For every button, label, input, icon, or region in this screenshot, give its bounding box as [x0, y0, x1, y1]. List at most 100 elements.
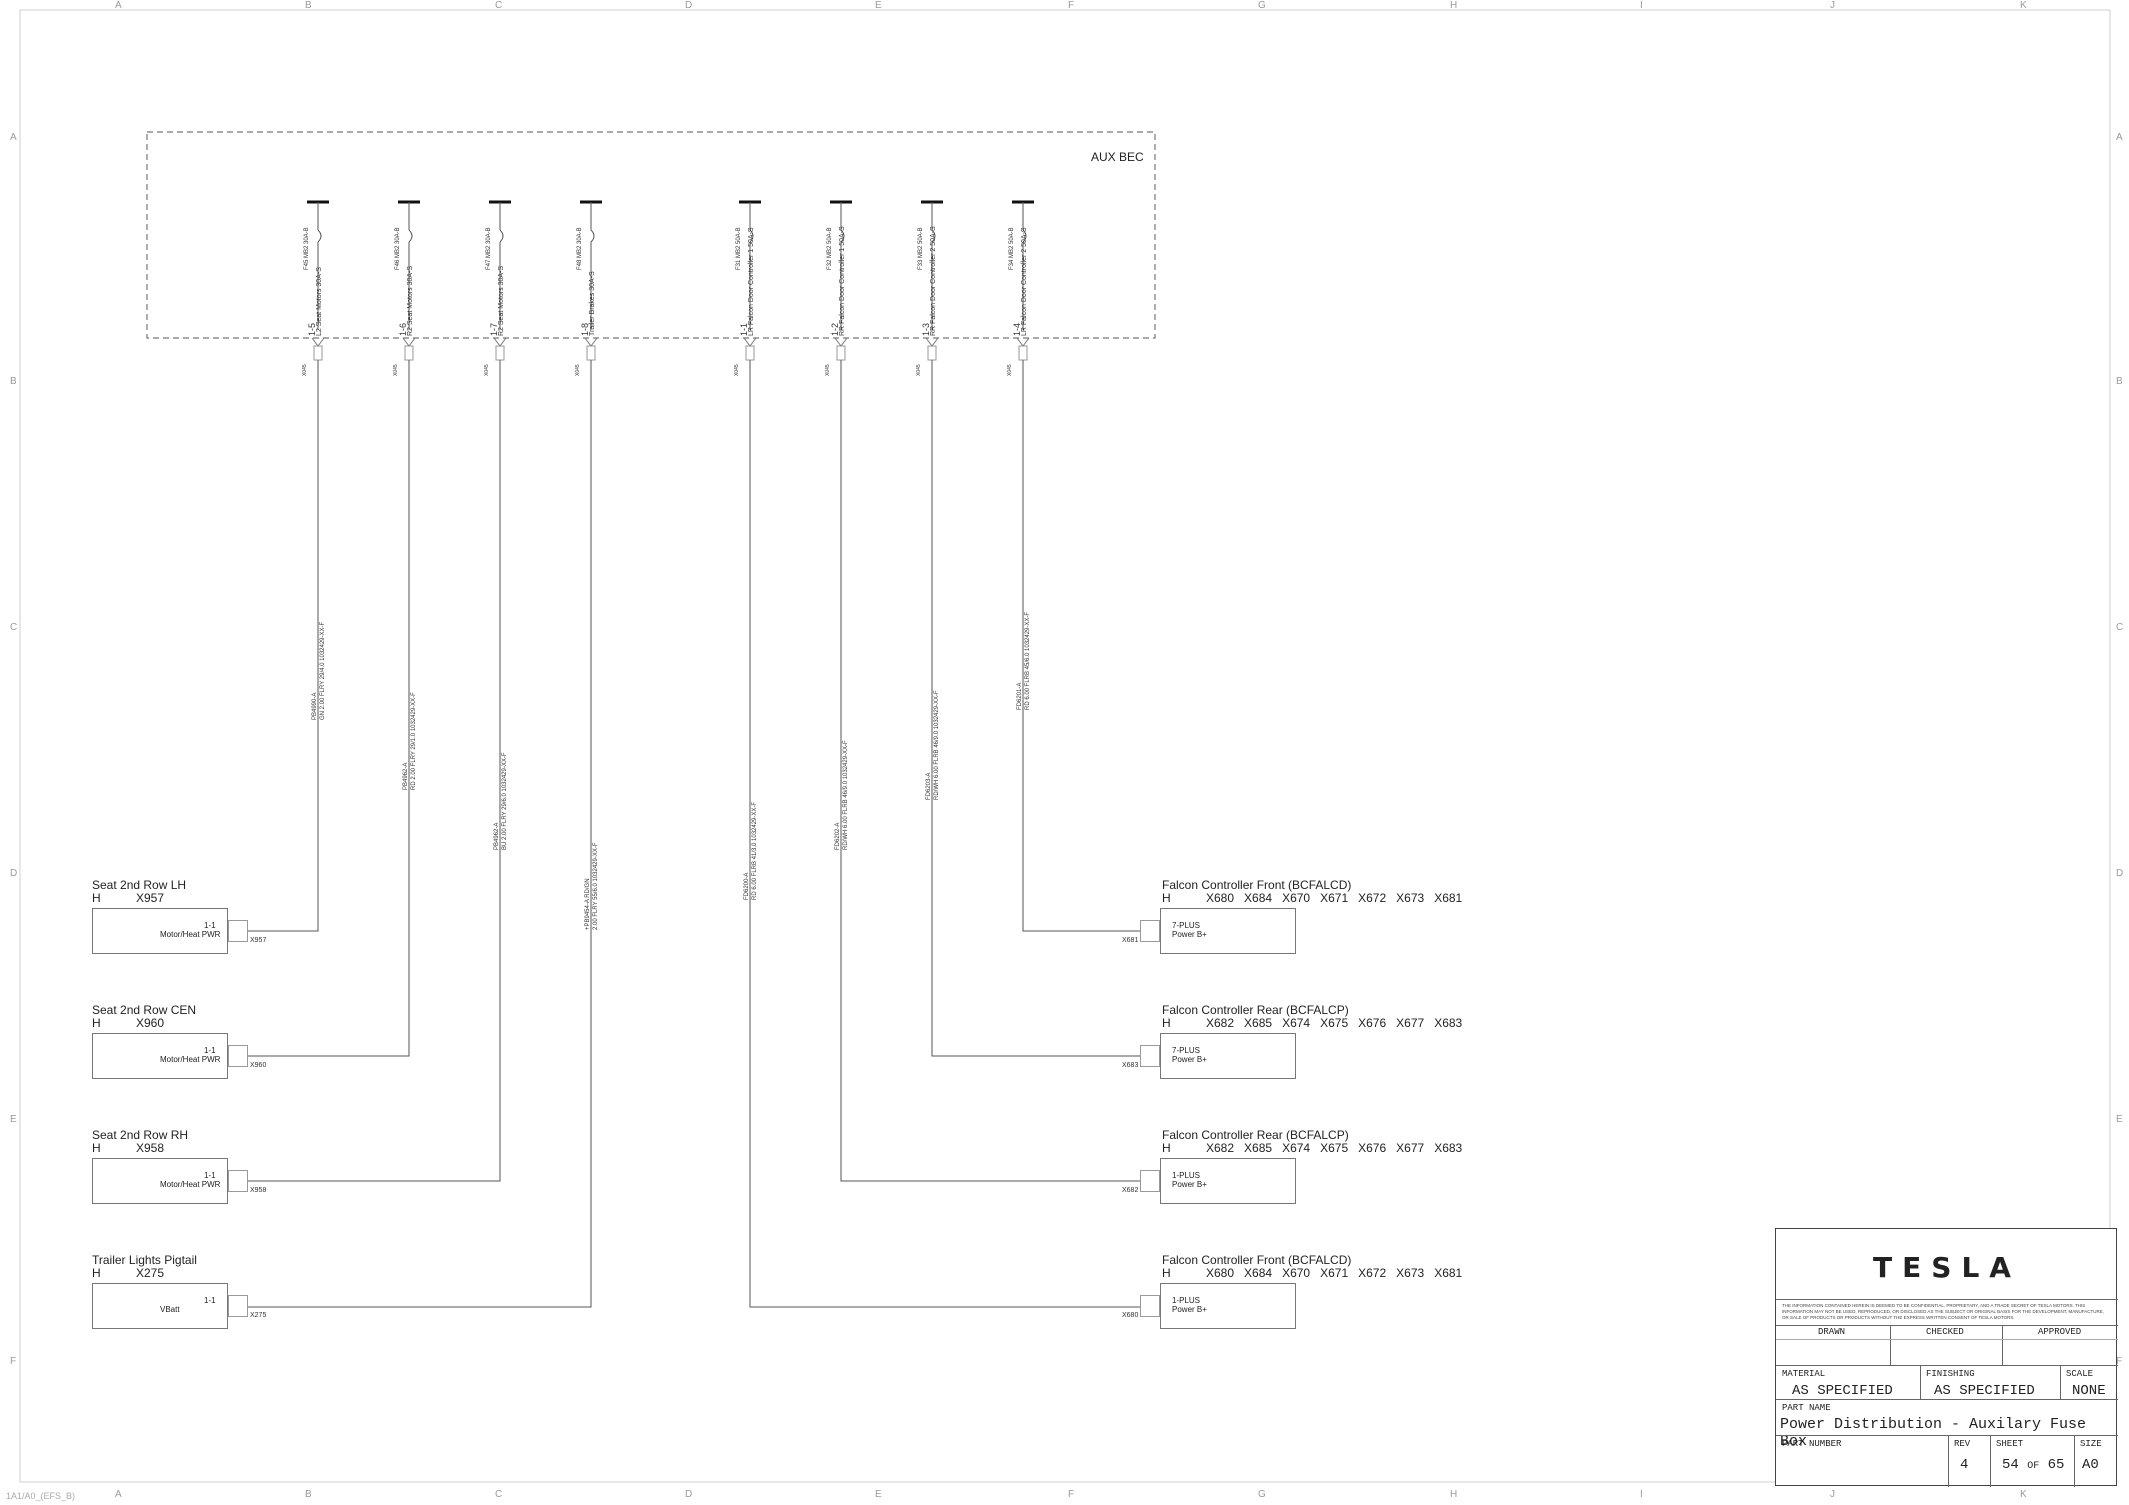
fuse-connector-tab [311, 337, 325, 347]
device-connector: X673 [1396, 891, 1425, 905]
device-connector-tag: X683 [1122, 1062, 1139, 1069]
device-connector-tag: X682 [1122, 1187, 1139, 1194]
signature-row-divider [1776, 1325, 2118, 1326]
device-harness-letter: H [92, 891, 101, 905]
title-block: TESLA THE INFORMATION CONTAINED HEREIN I… [1775, 1228, 2118, 1487]
part-name-value: Power Distribution - Auxilary Fuse Box [1780, 1416, 2087, 1450]
device-connector: X673 [1396, 1266, 1425, 1280]
device-connector: X677 [1396, 1141, 1425, 1155]
grid-column-label: D [685, 0, 693, 11]
device-connector: X676 [1358, 1141, 1387, 1155]
device-pin: 7-PLUS [1172, 921, 1201, 930]
grid-row-label: A [2116, 132, 2123, 143]
device-connector-tag: X681 [1122, 937, 1139, 944]
grid-column-label: K [2020, 1489, 2027, 1500]
device-connector-tab [1140, 920, 1160, 942]
aux-bec-enclosure [146, 131, 1156, 339]
device-name: Trailer Lights Pigtail [92, 1253, 197, 1267]
wire-circuit-label: FD6200-A [744, 872, 750, 900]
fuse-symbol [749, 202, 754, 330]
device-connector: X670 [1282, 1266, 1311, 1280]
fuse-id-label: F34 MB2 50A-B [1009, 227, 1015, 270]
sheet-number: 54 [2002, 1457, 2019, 1473]
grid-column-label: G [1258, 0, 1266, 11]
device-connector: X674 [1282, 1016, 1311, 1030]
tesla-logo: TESLA [1873, 1251, 2021, 1284]
device-name: Falcon Controller Front (BCFALCD) [1162, 878, 1352, 892]
grid-row-label: F [2116, 1356, 2123, 1367]
signature-header-divider [1776, 1339, 2118, 1340]
part-number-label: PART NUMBER [1782, 1439, 1842, 1449]
signature-col-divider-2 [2002, 1325, 2003, 1365]
fuse-symbol [931, 202, 936, 330]
device-harness-letter: H [1162, 891, 1171, 905]
scale-value: NONE [2072, 1383, 2106, 1399]
scale-label: SCALE [2066, 1369, 2094, 1379]
rev-col-divider [1948, 1435, 1949, 1487]
grid-column-label: E [875, 1489, 882, 1500]
wire-circuit-label: PB4962-A [494, 822, 500, 850]
wire [749, 360, 1150, 1308]
device-connector: X671 [1320, 891, 1349, 905]
fuse-name-label: L2 Seat Motors 30A-S [316, 267, 323, 336]
fuse-connector-tab [925, 337, 939, 347]
fuse-name-label: LR Falcon Door Controller 2 50A-S [1021, 227, 1028, 336]
device-harness-letter: H [92, 1266, 101, 1280]
checked-label: CHECKED [1926, 1327, 1964, 1337]
device-pin: 1-1 [204, 1171, 216, 1180]
fuse-connector-tab [834, 337, 848, 347]
grid-column-label: C [495, 0, 503, 11]
grid-column-label: K [2020, 0, 2027, 11]
device-connector: X683 [1434, 1141, 1463, 1155]
title-block-logo-divider [1776, 1299, 2118, 1300]
sheet-label: SHEET [1996, 1439, 2024, 1449]
grid-column-label: B [305, 1489, 312, 1500]
confidential-notice: THE INFORMATION CONTAINED HEREIN IS DEEM… [1782, 1303, 2105, 1320]
device-connector: X957 [136, 891, 165, 905]
device-name: Seat 2nd Row LH [92, 878, 187, 892]
device-connector: X684 [1244, 891, 1273, 905]
wire-spec-label: RD 6.00 FLRB 41/3.0 1032429-XX-F [752, 801, 758, 900]
device-connector-tag: X958 [250, 1187, 267, 1194]
fuse-connector-tab [402, 337, 416, 347]
device-box [92, 1283, 228, 1329]
device-name: Falcon Controller Rear (BCFALCP) [1162, 1003, 1349, 1017]
fuse-name-label: R2 Seat Motors 30A-S [407, 265, 414, 336]
wire-circuit-label: PB4990-A [312, 692, 318, 720]
grid-column-label: H [1450, 0, 1458, 11]
grid-column-label: F [1068, 1489, 1075, 1500]
device-connector: X672 [1358, 891, 1387, 905]
material-row-divider [1776, 1365, 2118, 1366]
wire-circuit-label: FD6203-A [926, 772, 932, 800]
sheet-of: OF [2027, 1461, 2040, 1472]
wire-spec-label: RD/WH 6.00 FLRB 46/9.0 1032429-XX-F [843, 740, 849, 850]
fuse-id-label: F31 MB2 50A-B [736, 227, 742, 270]
device-connector: X680 [1206, 1266, 1235, 1280]
fuse-terminal [586, 345, 596, 361]
drawn-label: DRAWN [1818, 1327, 1846, 1337]
device-connector: X685 [1244, 1016, 1273, 1030]
wire [248, 360, 319, 932]
grid-column-label: I [1640, 0, 1643, 11]
device-connector: X676 [1358, 1016, 1387, 1030]
device-harness-letter: H [92, 1016, 101, 1030]
fuse-connector-tab [493, 337, 507, 347]
device-connector-tag: X960 [250, 1062, 267, 1069]
fuse-name-label: R2 Seat Motors 30A-S [498, 265, 505, 336]
fuse-id-label: F45 MB2 30A-B [304, 227, 310, 270]
wire [840, 360, 1150, 1182]
wire-circuit-label: PB4962-A [403, 762, 409, 790]
grid-column-label: F [1068, 0, 1075, 11]
fuse-terminal [495, 345, 505, 361]
grid-row-label: C [2116, 622, 2124, 633]
size-value: A0 [2082, 1457, 2099, 1473]
fuse-connector-tab [584, 337, 598, 347]
device-connector-tab [228, 1045, 248, 1067]
material-col-divider [1920, 1365, 1921, 1399]
device-connector: X674 [1282, 1141, 1311, 1155]
device-connector: X677 [1396, 1016, 1425, 1030]
grid-column-label: I [1640, 1489, 1643, 1500]
grid-column-label: A [115, 0, 122, 11]
device-connector: X685 [1244, 1141, 1273, 1155]
